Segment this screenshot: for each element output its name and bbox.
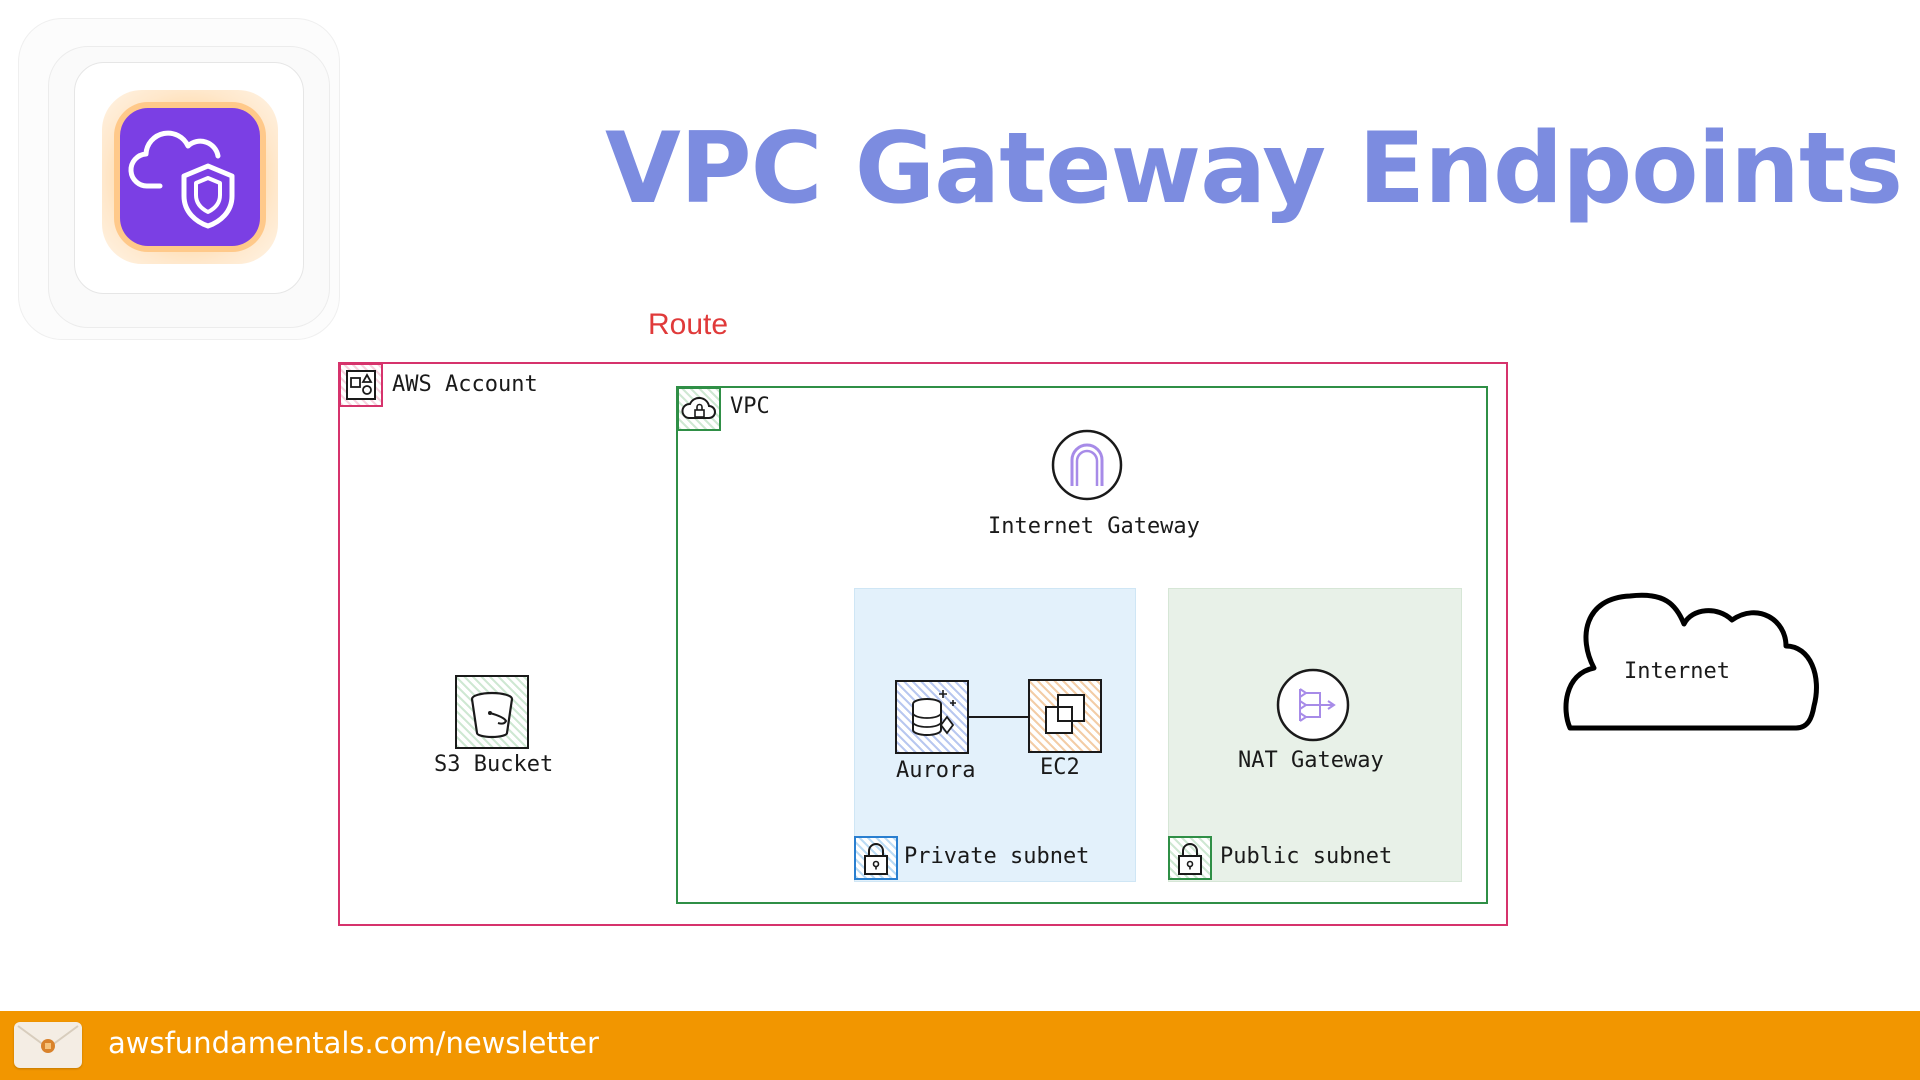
vpc-shield-cloud-logo-icon: [120, 108, 260, 246]
app-logo: [8, 8, 358, 348]
newsletter-bar[interactable]: [0, 1011, 1920, 1080]
aurora-label: Aurora: [896, 758, 976, 783]
internet-gateway-label: Internet Gateway: [988, 514, 1200, 539]
ec2-icon: [1028, 679, 1102, 753]
s3-bucket-icon: [455, 675, 529, 749]
vpc-cloud-lock-icon: [677, 387, 721, 431]
nat-gateway-icon: [1276, 668, 1350, 742]
envelope-icon: [14, 1022, 82, 1068]
route-label: Route: [648, 308, 729, 341]
aws-account-container: [338, 362, 1508, 926]
newsletter-link[interactable]: awsfundamentals.com/newsletter: [108, 1026, 599, 1060]
public-subnet-lock-icon: [1168, 836, 1212, 880]
vpc-container: [676, 386, 1488, 904]
internet-gateway-icon: [1050, 428, 1124, 502]
public-subnet-label: Public subnet: [1220, 844, 1393, 869]
private-subnet-lock-icon: [854, 836, 898, 880]
aurora-ec2-connector: [969, 716, 1029, 718]
aws-account-label: AWS Account: [392, 372, 538, 397]
aws-account-icon: [339, 363, 383, 407]
private-subnet-label: Private subnet: [904, 844, 1090, 869]
ec2-label: EC2: [1040, 755, 1080, 780]
internet-cloud-icon: [1560, 590, 1822, 734]
aurora-icon: [895, 680, 969, 754]
s3-bucket-label: S3 Bucket: [434, 752, 554, 777]
internet-label: Internet: [1624, 659, 1730, 684]
page-title: VPC Gateway Endpoints: [605, 112, 1903, 226]
vpc-label: VPC: [730, 394, 770, 419]
nat-gateway-label: NAT Gateway: [1238, 748, 1384, 773]
public-subnet: [1168, 588, 1462, 882]
